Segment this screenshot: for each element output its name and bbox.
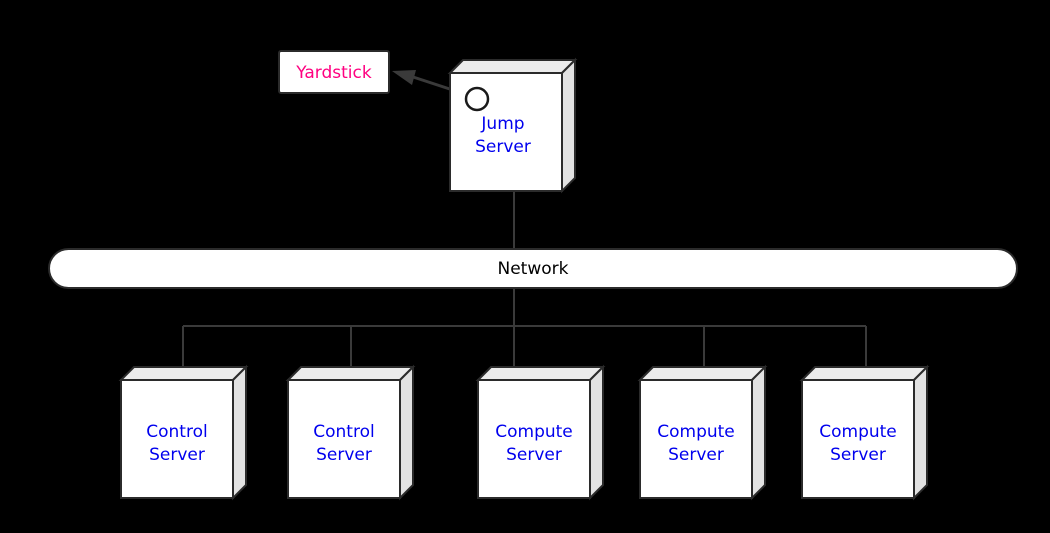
server-cube-top [118,366,249,381]
jump-server-interface-circle-icon[interactable] [464,86,490,112]
jump-server-cube-top [447,59,578,74]
server-cube-side [399,364,414,501]
server-cube-top [285,366,416,381]
server-label-line1: Control [146,422,207,442]
jump-server-label-line2: Server [475,137,531,157]
server-label-line2: Server [149,445,205,465]
connector-group [182,191,867,373]
server-label-line1: Compute [819,422,897,442]
server-cube-side [232,364,247,501]
server-cube-side [913,364,928,501]
server-cube-top [637,366,768,381]
server-row: ControlServerControlServerComputeServerC… [118,364,930,501]
network-pill-shape [48,248,1018,289]
yardstick-box[interactable]: Yardstick [278,50,390,94]
server-label-line2: Server [506,445,562,465]
server-cube-top [475,366,606,381]
jump-server-node[interactable]: Jump Server [447,57,578,194]
network-node[interactable]: Network [48,248,1018,289]
server-label-line1: Compute [495,422,573,442]
jump-server-cube-side [561,57,576,194]
yardstick-label: Yardstick [295,63,372,83]
jump-server-label-line1: Jump [480,114,524,134]
server-cube-top [799,366,930,381]
server-cube-front [287,379,401,499]
network-label: Network [498,259,569,279]
server-label-line2: Server [668,445,724,465]
server-cube-side [589,364,604,501]
association-arrowhead-icon [392,70,416,85]
server-label-line1: Control [313,422,374,442]
server-label-line2: Server [830,445,886,465]
yardstick-box-shape [278,50,390,94]
server-cube-front [801,379,915,499]
server-cube-front [477,379,591,499]
server-cube-front [120,379,234,499]
server-cube-side [751,364,766,501]
server-label-line1: Compute [657,422,735,442]
server-label-line2: Server [316,445,372,465]
server-cube-front [639,379,753,499]
